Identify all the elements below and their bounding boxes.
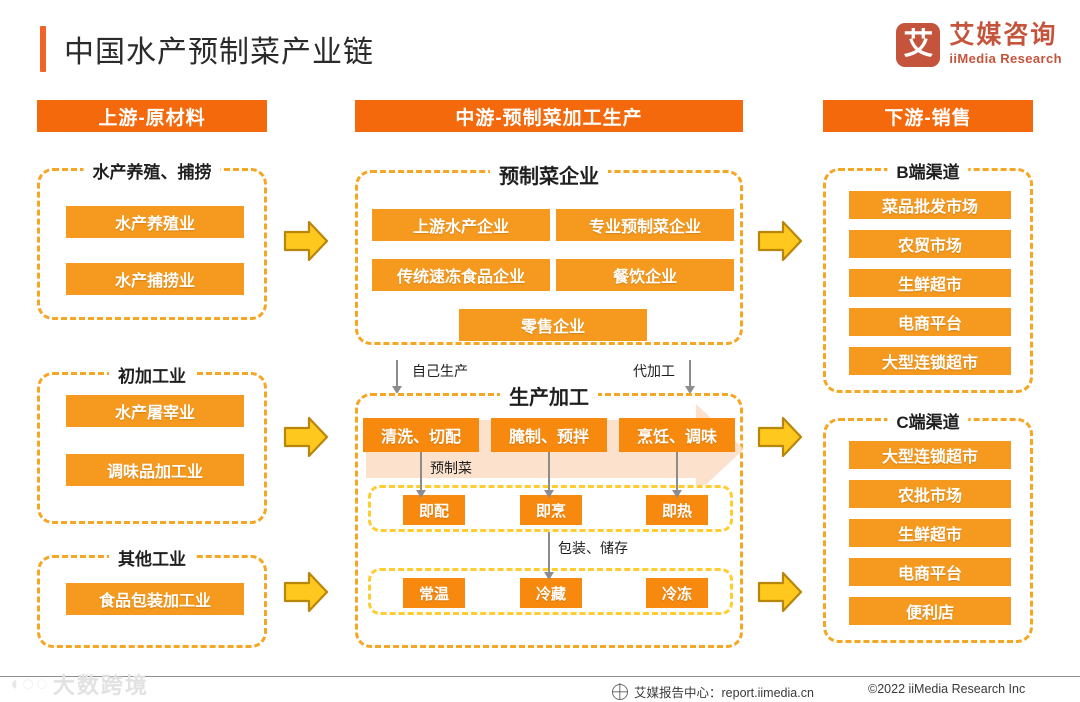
step-wash-cut[interactable]: 清洗、切配	[363, 418, 479, 452]
group-primary-processing-label: 初加工业	[109, 362, 195, 387]
group-production-processing-label: 生产加工	[500, 381, 598, 410]
item-traditional-frozen-food-enterprise[interactable]: 传统速冻食品企业	[372, 259, 550, 291]
item-catering-enterprise[interactable]: 餐饮企业	[556, 259, 734, 291]
item-c-fresh-supermarket[interactable]: 生鲜超市	[849, 519, 1011, 547]
item-c-ecommerce-platform[interactable]: 电商平台	[849, 558, 1011, 586]
connector-line-ready-2	[548, 452, 550, 492]
item-b-ecommerce-platform[interactable]: 电商平台	[849, 308, 1011, 336]
logo-name-en: iiMedia Research	[949, 51, 1062, 67]
inbound-label-self-production: 自己生产	[412, 363, 468, 379]
group-ready-to-eat-forms: 即配 即烹 即热	[368, 485, 733, 532]
item-b-fresh-supermarket[interactable]: 生鲜超市	[849, 269, 1011, 297]
item-professional-prepared-dish-enterprise[interactable]: 专业预制菜企业	[556, 209, 734, 241]
inbound-line-oem	[689, 360, 691, 388]
flow-arrow-downstream-3	[757, 570, 803, 614]
item-ready-to-cook[interactable]: 即烹	[520, 495, 582, 525]
item-frozen[interactable]: 冷冻	[646, 578, 708, 608]
connector-line-ready-3	[676, 452, 678, 492]
group-aquaculture-label: 水产养殖、捕捞	[83, 158, 221, 183]
logo-mark-icon: 艾	[896, 23, 941, 68]
group-b-channel: B端渠道 菜品批发市场 农贸市场 生鲜超市 电商平台 大型连锁超市	[823, 158, 1033, 393]
connector-arrowhead-ready-1	[415, 490, 426, 498]
item-c-agricultural-wholesale-market[interactable]: 农批市场	[849, 480, 1011, 508]
item-c-large-chain-supermarket[interactable]: 大型连锁超市	[849, 441, 1011, 469]
group-aquaculture: 水产养殖、捕捞 水产养殖业 水产捕捞业	[37, 158, 267, 320]
flow-arrow-downstream-1	[757, 219, 803, 263]
inbound-arrowhead-oem	[684, 386, 695, 394]
connector-label-prepared-dish: 预制菜	[430, 460, 472, 476]
stage-header-downstream: 下游-销售	[823, 100, 1033, 132]
page-title-text: 中国水产预制菜产业链	[64, 36, 374, 69]
footer-report-center: 艾媒报告中心：report.iimedia.cn	[612, 682, 814, 701]
item-aquatic-slaughter[interactable]: 水产屠宰业	[66, 395, 244, 427]
stage-header-midstream: 中游-预制菜加工生产	[355, 100, 743, 132]
item-ambient[interactable]: 常温	[403, 578, 465, 608]
group-other-industry-label: 其他工业	[109, 545, 195, 570]
page-title: 中国水产预制菜产业链	[40, 26, 374, 72]
item-upstream-aquatic-enterprise[interactable]: 上游水产企业	[372, 209, 550, 241]
item-aquaculture-farming[interactable]: 水产养殖业	[66, 206, 244, 238]
flow-arrow-downstream-2	[757, 415, 803, 459]
item-retail-enterprise[interactable]: 零售企业	[459, 309, 647, 341]
connector-label-packaging-storage: 包装、储存	[558, 540, 628, 556]
group-c-channel: C端渠道 大型连锁超市 农批市场 生鲜超市 电商平台 便利店	[823, 408, 1033, 643]
watermark: ◖◌◌ 大数跨境	[8, 668, 149, 700]
group-primary-processing: 初加工业 水产屠宰业 调味品加工业	[37, 362, 267, 524]
group-prepared-dish-enterprises-label: 预制菜企业	[490, 160, 608, 189]
group-other-industry: 其他工业 食品包装加工业	[37, 545, 267, 648]
item-ready-to-heat[interactable]: 即热	[646, 495, 708, 525]
watermark-icon: ◖◌◌	[8, 672, 50, 695]
group-b-channel-label: B端渠道	[887, 158, 969, 183]
item-b-large-chain-supermarket[interactable]: 大型连锁超市	[849, 347, 1011, 375]
item-seasoning-processing[interactable]: 调味品加工业	[66, 454, 244, 486]
globe-icon	[612, 683, 628, 700]
logo-name-cn: 艾媒咨询	[949, 21, 1058, 49]
footer-divider	[0, 676, 1080, 677]
connector-arrowhead-storage	[543, 572, 554, 580]
connector-arrowhead-ready-2	[543, 490, 554, 498]
footer-copyright: ©2022 iiMedia Research Inc	[868, 682, 1026, 696]
group-prepared-dish-enterprises: 预制菜企业 上游水产企业 专业预制菜企业 传统速冻食品企业 餐饮企业 零售企业	[355, 160, 743, 345]
brand-logo: 艾 艾媒咨询 iiMedia Research	[896, 22, 1062, 68]
item-refrigerated[interactable]: 冷藏	[520, 578, 582, 608]
item-ready-to-assemble[interactable]: 即配	[403, 495, 465, 525]
watermark-text: 大数跨境	[52, 673, 149, 698]
stage-header-upstream: 上游-原材料	[37, 100, 267, 132]
group-production-processing: 生产加工 清洗、切配 腌制、预拌 烹饪、调味 预制菜 即配 即烹 即热 包装、储…	[355, 381, 744, 648]
item-b-wholesale-market[interactable]: 菜品批发市场	[849, 191, 1011, 219]
connector-line-storage	[548, 532, 550, 574]
connector-arrowhead-ready-3	[671, 490, 682, 498]
item-b-farmers-market[interactable]: 农贸市场	[849, 230, 1011, 258]
flow-arrow-upstream-1	[283, 219, 329, 263]
inbound-line-self-production	[396, 360, 398, 388]
step-marinate-premix[interactable]: 腌制、预拌	[491, 418, 607, 452]
inbound-arrowhead-self-production	[391, 386, 402, 394]
connector-line-ready-1	[420, 452, 422, 492]
step-cook-season[interactable]: 烹饪、调味	[619, 418, 735, 452]
group-c-channel-label: C端渠道	[887, 408, 969, 433]
item-food-packaging[interactable]: 食品包装加工业	[66, 583, 244, 615]
inbound-label-oem: 代加工	[633, 363, 675, 379]
flow-arrow-upstream-2	[283, 415, 329, 459]
item-aquaculture-fishing[interactable]: 水产捕捞业	[66, 263, 244, 295]
footer-report-center-text: 艾媒报告中心：report.iimedia.cn	[634, 686, 814, 700]
item-c-convenience-store[interactable]: 便利店	[849, 597, 1011, 625]
title-accent-bar	[40, 26, 46, 72]
flow-arrow-upstream-3	[283, 570, 329, 614]
